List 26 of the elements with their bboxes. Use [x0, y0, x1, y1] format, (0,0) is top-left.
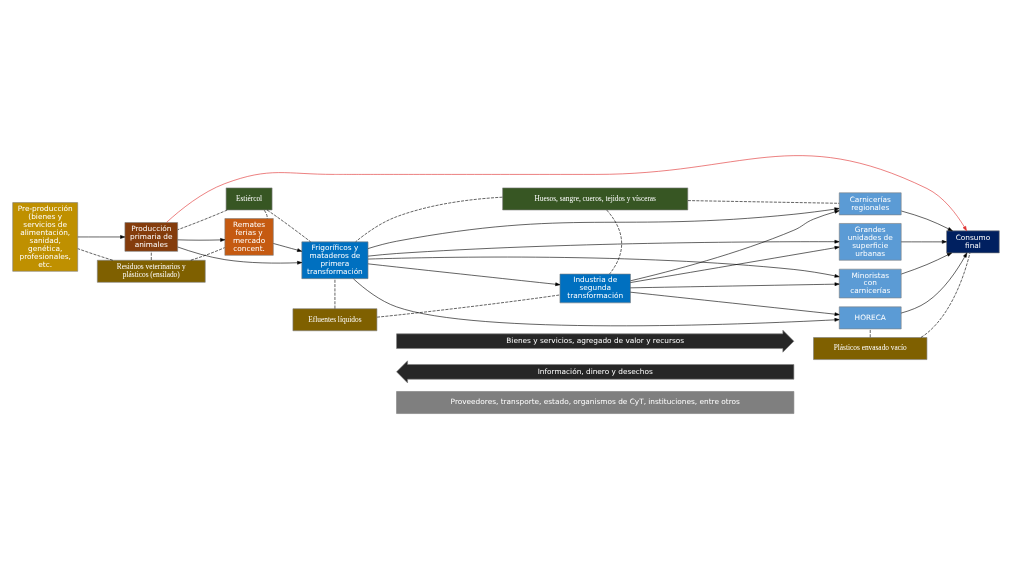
arrow [367, 207, 839, 249]
connector [190, 247, 225, 261]
arrow [176, 238, 225, 242]
arrow [367, 239, 839, 257]
connector [687, 200, 839, 204]
arrow [165, 155, 967, 231]
arrow [629, 291, 839, 316]
arrow [77, 235, 125, 239]
connector [376, 294, 560, 318]
arrow [900, 252, 952, 275]
arrow [177, 246, 302, 265]
arrow [352, 278, 839, 327]
arrow [900, 210, 953, 232]
arrow [367, 256, 839, 278]
arrow [629, 245, 839, 283]
connector [176, 209, 228, 230]
arrow [900, 252, 967, 314]
connector [354, 196, 503, 242]
connector [605, 209, 622, 275]
arrow [900, 240, 947, 244]
arrow [272, 243, 302, 252]
arrow [629, 210, 839, 282]
connector [263, 209, 268, 219]
connector [266, 209, 311, 243]
arrow [367, 263, 560, 287]
arrow [629, 282, 839, 289]
